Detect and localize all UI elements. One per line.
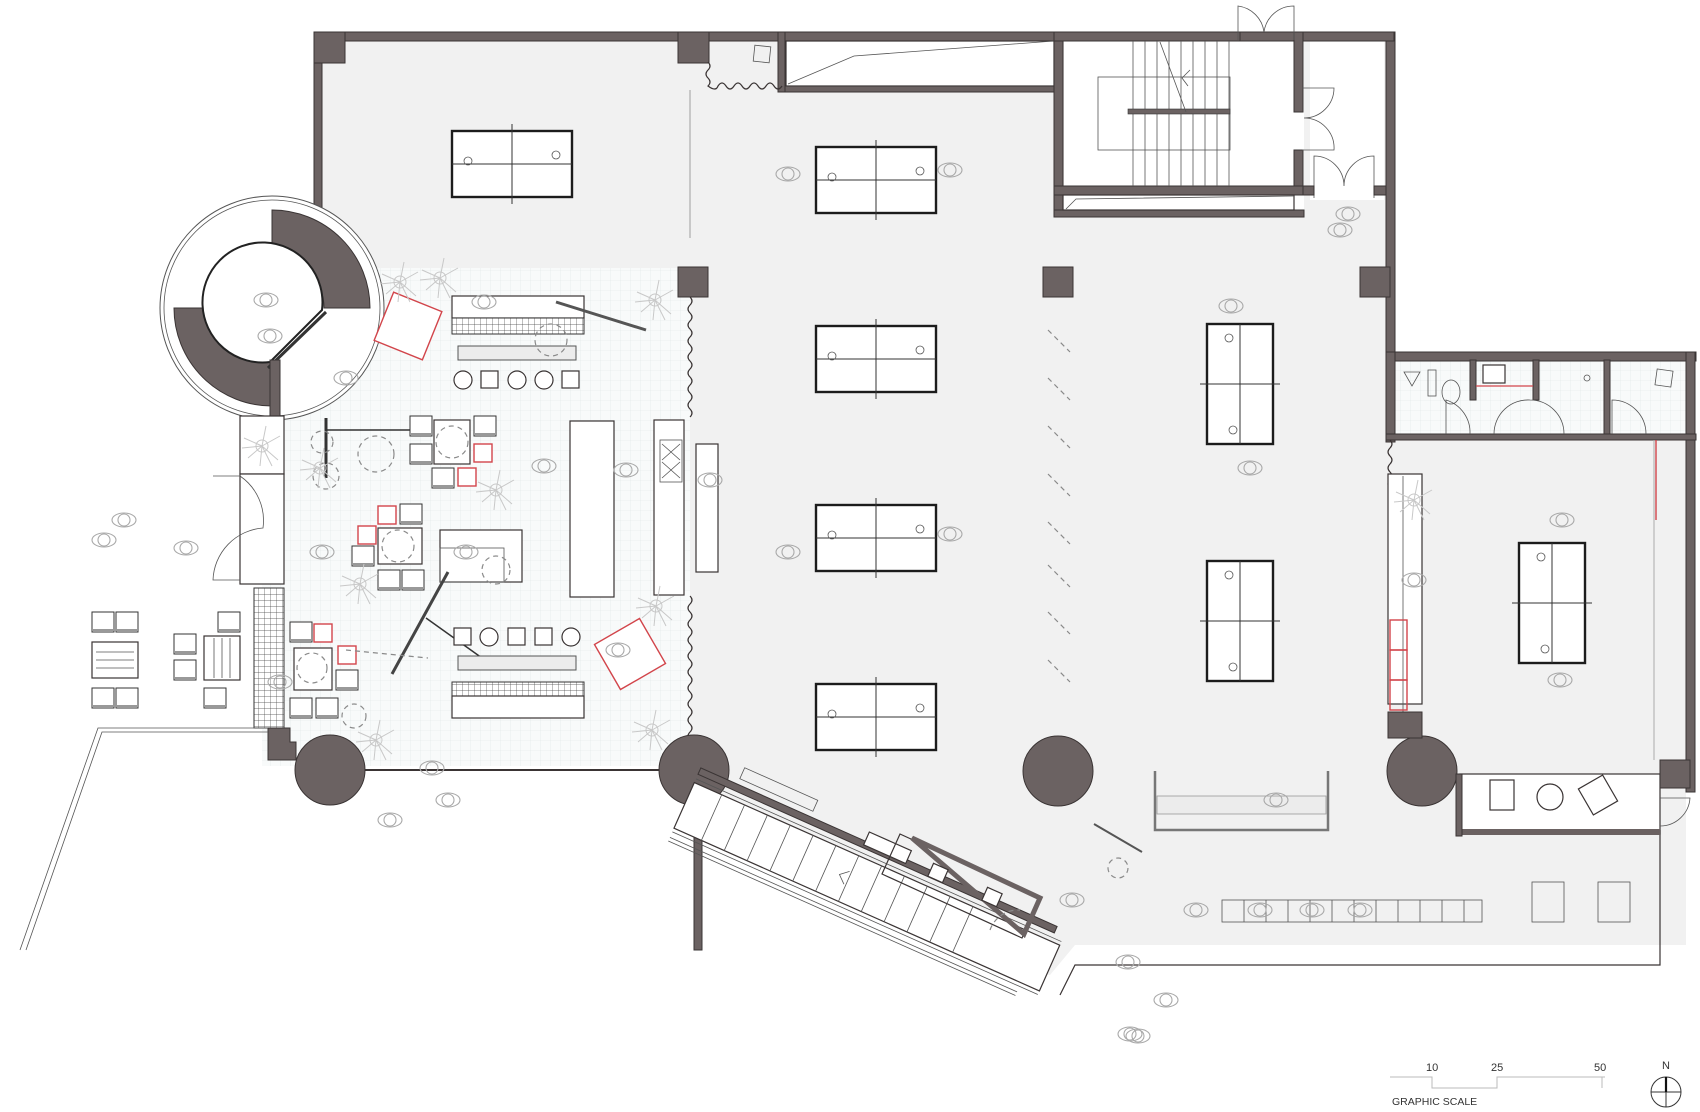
ping-pong-table-3 (814, 317, 938, 401)
ping-pong-table-8 (1510, 541, 1594, 665)
scale-tick-50: 50 (1594, 1062, 1607, 1074)
restroom-floor (1394, 360, 1686, 436)
stair-core (1053, 5, 1395, 218)
ping-pong-table-2 (814, 138, 938, 222)
ping-pong-table-7 (1198, 559, 1282, 683)
ping-pong-table-4 (814, 496, 938, 580)
ping-pong-table-6 (1198, 322, 1282, 446)
service-booth (881, 833, 1044, 939)
compass-icon (1650, 1076, 1682, 1108)
restrooms (1385, 351, 1697, 443)
escalator (668, 767, 1062, 996)
north-label: N (1662, 1060, 1670, 1072)
ping-pong-table-5 (814, 675, 938, 759)
outdoor-terrace (91, 512, 241, 709)
ping-pong-table-1 (450, 122, 574, 206)
door-lobby-floor (1310, 40, 1384, 200)
lounge-furniture (267, 257, 723, 828)
scale-tick-25: 25 (1491, 1062, 1504, 1074)
circular-vestibule (159, 195, 385, 421)
person (1125, 1028, 1151, 1044)
scale-title: GRAPHIC SCALE (1392, 1096, 1478, 1108)
graphic-scale: 10 25 50 GRAPHIC SCALE (1390, 1062, 1610, 1112)
stair-core-floor (1064, 40, 1304, 212)
scale-bar (1390, 1076, 1605, 1089)
bench-and-lockers (1059, 771, 1631, 1042)
west-entrance (19, 359, 297, 951)
east-room (1387, 439, 1691, 837)
scale-tick-10: 10 (1426, 1062, 1439, 1074)
top-storage-strip (705, 31, 1059, 93)
north-arrow: N (1648, 1060, 1692, 1112)
